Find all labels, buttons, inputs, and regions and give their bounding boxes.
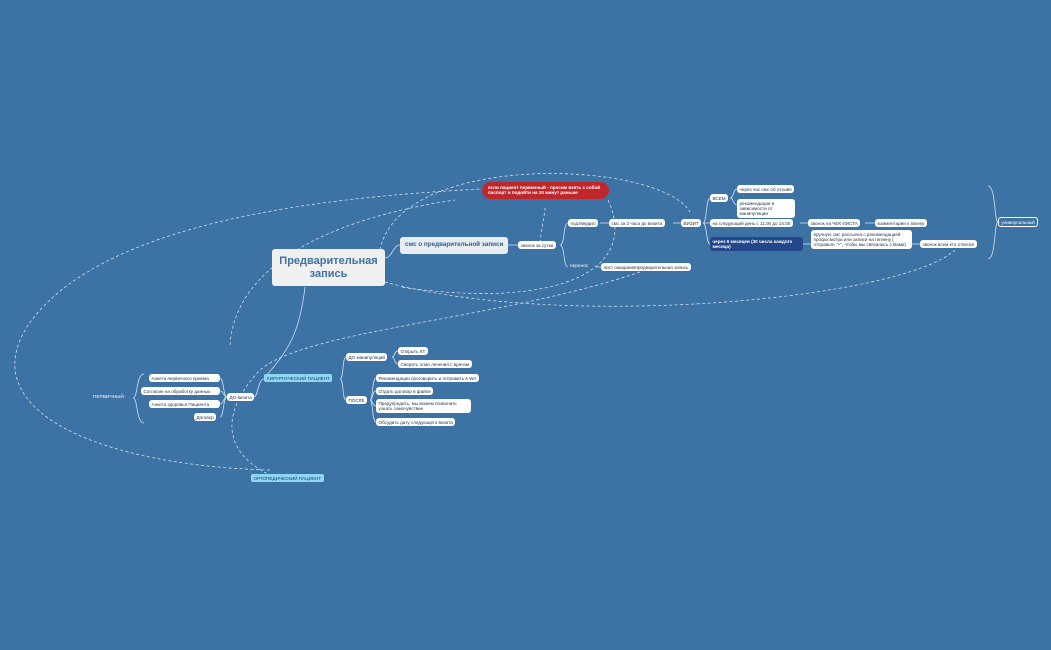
before-visit-item-label: Анкета первичного приема	[151, 375, 209, 381]
six-months-node[interactable]: через 6 месяцев (30 числа каждого месяца…	[710, 237, 803, 251]
call-comments-label: комментарии к звонку	[877, 220, 925, 226]
before-visit-item[interactable]: Анкета здоровья Пациента	[149, 400, 220, 409]
call-all-answered-label: звонок всем кто ответил	[922, 241, 975, 247]
before-visit-item[interactable]: Анкета первичного приема	[149, 374, 220, 383]
link-before-plan	[391, 356, 399, 365]
link-root-branch	[384, 244, 401, 259]
link-root-surgical	[263, 286, 306, 379]
next-day-node[interactable]: на следующий день с 11.00 до 14.00	[710, 219, 793, 228]
all-label: ВСЕМ	[712, 195, 726, 201]
universal-label: универсальный	[1001, 219, 1035, 225]
root-node[interactable]: Предварительная запись	[272, 249, 385, 286]
confirmed-label: подтвердил	[570, 220, 596, 226]
next-day-label: на следующий день с 11.00 до 14.00	[712, 220, 791, 226]
before-visit-item-label: Анкета здоровья Пациента	[151, 401, 210, 407]
link-after-4	[369, 399, 377, 423]
dash-outer-loop	[14, 184, 586, 471]
confirmed-node[interactable]: подтвердил	[568, 219, 599, 228]
call-all-answered-node[interactable]: звонок всем кто ответил	[920, 240, 977, 249]
before-manipulation-label: ДО манипуляций	[348, 354, 385, 360]
call-comments-node[interactable]: комментарии к звонку	[875, 219, 927, 228]
link-surgical-before	[339, 356, 347, 380]
dash-note-root	[399, 199, 616, 294]
manual-sms-label: вручную смс рассылка с рекомендацией про…	[813, 231, 906, 248]
sms-2h-label: смс за 2 часа до визита	[611, 220, 663, 226]
recommendations-node[interactable]: рекомендации в зависимости от манипуляци…	[737, 199, 795, 219]
link-surgical-after	[339, 378, 347, 401]
reschedule-label[interactable]: перенос	[570, 264, 589, 269]
after-node[interactable]: ПОСЛЕ	[346, 396, 368, 405]
visit-node[interactable]: ВИЗИТ	[681, 219, 702, 228]
before-visit-item-label: Договор	[196, 414, 214, 420]
surgical-patient-node[interactable]: ХИРУРГИЧЕСКИЙ ПАЦИЕНТ	[264, 374, 333, 383]
before-visit-item[interactable]: Договор	[194, 413, 217, 422]
waitlist-label: лист ожиданияпредварительная запись	[603, 264, 689, 270]
primary-label[interactable]: ПЕРВИЧНЫЙ	[93, 395, 124, 400]
link-call-confirm	[559, 222, 569, 246]
root-label: Предварительная запись	[279, 254, 378, 280]
primary-patient-note-label: если пациент первичный - просим взять с …	[488, 185, 601, 196]
after-item[interactable]: Предупредить, мы можем позвонить узнать …	[376, 399, 471, 413]
dash-waitlist-ortho	[231, 271, 641, 475]
before-manipulation-node[interactable]: ДО манипуляций	[346, 353, 388, 362]
checklist-call-node[interactable]: звонок на ЧЕК-ЛИСТА	[808, 219, 861, 228]
after-item-label: Рекомендации проговорить и отправить в W…	[378, 375, 477, 381]
link-all-recommend	[729, 197, 738, 206]
after-label: ПОСЛЕ	[348, 397, 365, 403]
review-sms-node[interactable]: через час смс об отзыве	[737, 185, 795, 194]
surgical-patient-label: ХИРУРГИЧЕСКИЙ ПАЦИЕНТ	[266, 375, 330, 381]
open-ct-label: Открыть КТ	[400, 348, 426, 354]
before-visit-item-label: Согласие на обработку данных	[143, 388, 211, 394]
open-ct-node[interactable]: Открыть КТ	[398, 347, 428, 356]
all-node[interactable]: ВСЕМ	[710, 194, 729, 203]
after-item-label: Обсудить дату следующего визита	[378, 419, 453, 425]
bracket-universal	[987, 185, 999, 260]
universal-node[interactable]: универсальный	[998, 217, 1039, 228]
manual-sms-node[interactable]: вручную смс рассылка с рекомендацией про…	[811, 230, 912, 250]
visit-label: ВИЗИТ	[683, 220, 699, 226]
after-item[interactable]: Рекомендации проговорить и отправить в W…	[376, 374, 479, 383]
recommendations-label: рекомендации в зависимости от манипуляци…	[739, 200, 775, 217]
sms-2h-node[interactable]: смс за 2 часа до визита	[609, 219, 665, 228]
treatment-plan-node[interactable]: Сверить план лечения с врачом	[398, 360, 472, 369]
link-visit-all	[702, 197, 711, 224]
link-all-review	[729, 188, 738, 199]
dash-root-callall	[384, 249, 956, 307]
bracket-primary	[132, 373, 145, 424]
primary-patient-note[interactable]: если пациент первичный - просим взять с …	[482, 182, 609, 199]
waitlist-node[interactable]: лист ожиданияпредварительная запись	[601, 263, 691, 272]
before-visit-item[interactable]: Согласие на обработку данных	[141, 387, 220, 396]
before-visit-label: ДО визита	[229, 394, 252, 400]
six-months-label: через 6 месяцев (30 числа каждого месяца…	[712, 238, 793, 249]
after-item[interactable]: Отдать договор в файле	[376, 387, 434, 396]
dash-root-visit-top	[379, 173, 691, 251]
before-visit-node[interactable]: ДО визита	[227, 393, 255, 402]
after-item-label: Предупредить, мы можем позвонить узнать …	[378, 400, 457, 411]
checklist-call-label: звонок на ЧЕК-ЛИСТА	[810, 220, 858, 226]
link-call-reschedule	[559, 244, 569, 268]
link-visit-6m	[702, 222, 711, 245]
review-sms-label: через час смс об отзыве	[739, 186, 792, 192]
after-item[interactable]: Обсудить дату следующего визита	[376, 418, 456, 427]
call-day-before-node[interactable]: звонок за сутки	[518, 241, 556, 250]
sms-preliminary-node[interactable]: смс о предварительной записи	[400, 237, 508, 254]
dash-call-primary	[539, 207, 546, 244]
link-surgical-beforevisit	[253, 378, 265, 398]
after-item-label: Отдать договор в файле	[378, 388, 431, 394]
orthopedic-patient-node[interactable]: ОРТОПЕДИЧЕСКИЙ ПАЦИЕНТ	[251, 474, 324, 483]
treatment-plan-label: Сверить план лечения с врачом	[400, 361, 470, 367]
sms-preliminary-label: смс о предварительной записи	[405, 241, 504, 248]
call-day-before-label: звонок за сутки	[520, 242, 554, 248]
orthopedic-patient-label: ОРТОПЕДИЧЕСКИЙ ПАЦИЕНТ	[253, 475, 322, 481]
link-bv-4	[219, 396, 228, 418]
